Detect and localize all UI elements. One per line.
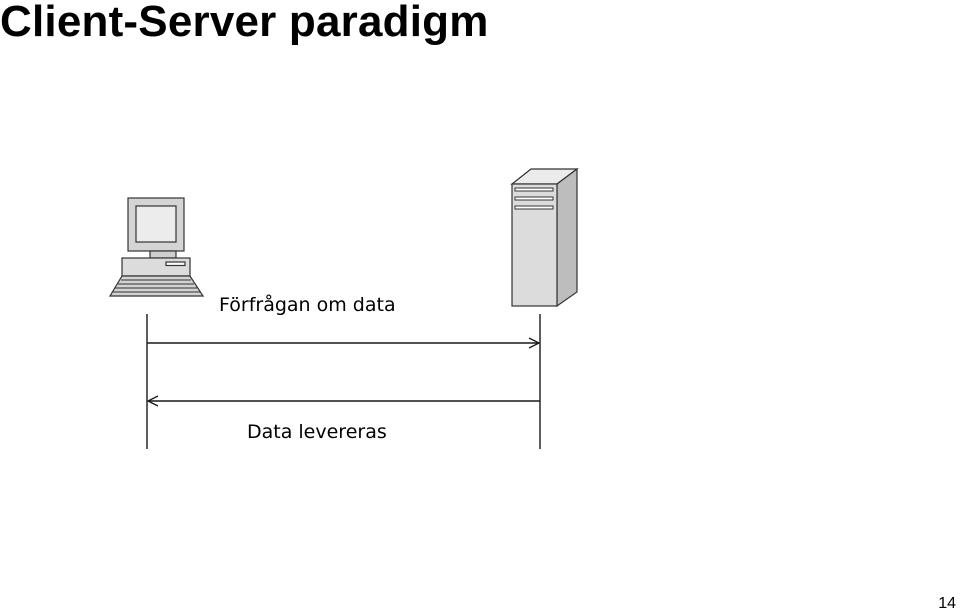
desktop-computer-icon (108, 197, 205, 297)
page-number: 14 (938, 595, 956, 612)
slide-title: Client-Server paradigm (0, 0, 489, 46)
response-label: Data levereras (247, 421, 387, 443)
server-tower-icon (510, 167, 579, 308)
request-label: Förfrågan om data (219, 293, 396, 316)
